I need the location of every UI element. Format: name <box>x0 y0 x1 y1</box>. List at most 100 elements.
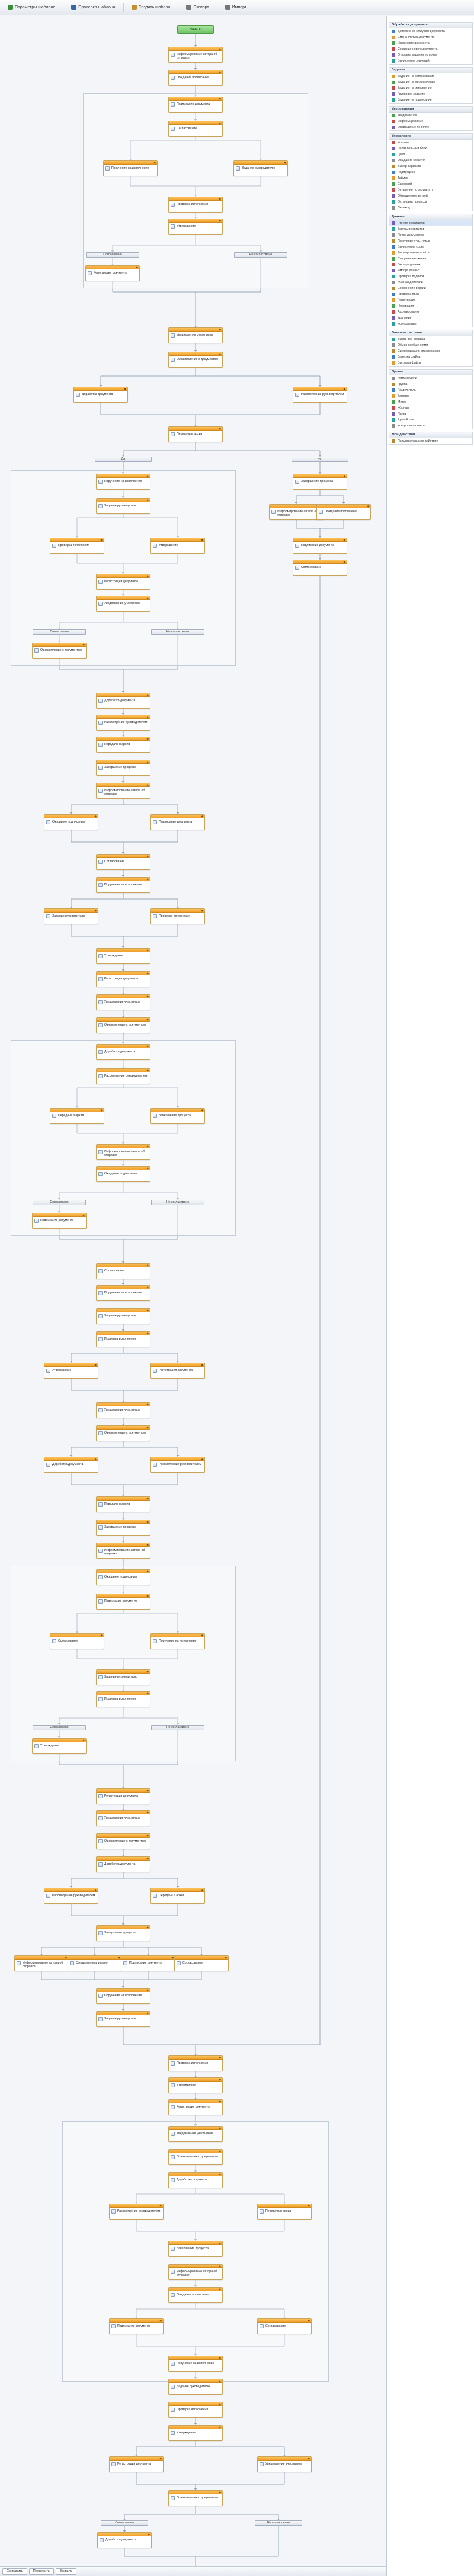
workflow-activity[interactable]: ◆Доработка документа <box>168 2172 223 2188</box>
branch-split-bar[interactable]: Согласовано <box>86 252 139 258</box>
workflow-activity[interactable]: ◆Передача в архив <box>96 737 150 753</box>
palette-item[interactable]: Чтение реквизитов <box>389 220 472 226</box>
workflow-activity[interactable]: ◆Завершение процесса <box>150 1108 205 1124</box>
palette-item[interactable]: Сохранение версии <box>389 285 472 291</box>
workflow-activity[interactable]: ◆Задание руководителю <box>96 1669 150 1685</box>
palette-item[interactable]: Проверка прав <box>389 291 472 297</box>
workflow-activity[interactable]: ◆Доработка документа <box>44 1457 98 1473</box>
workflow-activity[interactable]: ◆Рассмотрение руководителем <box>96 1068 150 1084</box>
workflow-activity[interactable]: ◆Регистрация документа <box>96 574 150 590</box>
workflow-activity[interactable]: ◆Согласование <box>96 1263 150 1279</box>
workflow-activity[interactable]: ◆Уведомление участников <box>96 994 150 1010</box>
workflow-activity[interactable]: ◆Передача в архив <box>150 1888 205 1904</box>
workflow-activity[interactable]: ◆Рассмотрение руководителем <box>96 715 150 731</box>
branch-split-bar[interactable]: Не согласовано <box>151 629 204 635</box>
palette-item[interactable]: Ожидание события <box>389 158 472 163</box>
workflow-activity[interactable]: ◆Регистрация документа <box>168 2099 223 2115</box>
workflow-activity[interactable]: ◆Регистрация документа <box>109 2456 164 2472</box>
workflow-activity[interactable]: ◆Рассмотрение руководителем <box>109 2204 164 2220</box>
workflow-activity[interactable]: ◆Подписание документа <box>293 538 347 554</box>
palette-item[interactable]: Нумерация <box>389 303 472 309</box>
palette-item[interactable]: Выбор варианта <box>389 163 472 169</box>
palette-item[interactable]: Метка <box>389 399 472 405</box>
bottom-button[interactable]: Сохранить <box>2 2568 27 2575</box>
palette-item[interactable]: Копирование <box>389 321 472 327</box>
palette-section-title[interactable]: Внешние системы <box>389 330 472 336</box>
workflow-activity[interactable]: ◆Утверждение <box>44 1363 98 1379</box>
workflow-activity[interactable]: ◆Согласование <box>293 560 347 576</box>
palette-item[interactable]: Контрольная точка <box>389 423 472 429</box>
workflow-activity[interactable]: ◆Проверка исполнения <box>168 197 223 213</box>
workflow-activity[interactable]: ◆Ознакомление с документом <box>96 1017 150 1033</box>
palette-item[interactable]: Разделитель <box>389 387 472 393</box>
palette-item[interactable]: Информирование <box>389 118 472 124</box>
start-terminal[interactable]: Начало <box>177 25 214 34</box>
workflow-activity[interactable]: ◆Доработка документа <box>96 1044 150 1060</box>
palette-item[interactable]: Остановка процесса <box>389 199 472 205</box>
workflow-activity[interactable]: ◆Ознакомление с документом <box>32 643 87 659</box>
workflow-activity[interactable]: ◆Подписание документа <box>168 97 223 113</box>
workflow-activity[interactable]: ◆Информирование автора об отправке <box>96 1543 150 1559</box>
branch-split-bar[interactable]: Согласовано <box>33 1725 86 1730</box>
palette-item[interactable]: Сценарий <box>389 181 472 187</box>
palette-section-title[interactable]: Прочее <box>389 370 472 375</box>
workflow-activity[interactable]: ◆Передача в архив <box>168 426 223 442</box>
workflow-activity[interactable]: ◆Информирование автора об отправке <box>168 47 223 63</box>
edit-template-button[interactable]: Параметры шаблона <box>4 2 59 13</box>
workflow-activity[interactable]: ◆Передача в архив <box>96 1496 150 1512</box>
palette-item[interactable]: Архивирование <box>389 309 472 315</box>
workflow-activity[interactable]: ◆Ожидание подписания <box>316 504 371 520</box>
workflow-activity[interactable]: ◆Ознакомление с документом <box>168 352 223 368</box>
palette-item[interactable]: Выгрузка файла <box>389 360 472 366</box>
workflow-activity[interactable]: ◆Информирование автора об отправке <box>96 783 150 799</box>
workflow-activity[interactable]: ◆Задание руководителю <box>96 498 150 514</box>
workflow-activity[interactable]: ◆Рассмотрение руководителем <box>293 387 347 403</box>
branch-split-bar[interactable]: Да <box>95 457 152 462</box>
palette-item[interactable]: Ветвление по результату <box>389 187 472 193</box>
workflow-activity[interactable]: ◆Утверждение <box>32 1738 87 1754</box>
workflow-activity[interactable]: ◆Доработка документа <box>73 387 128 403</box>
palette-item[interactable]: Журнал действий <box>389 280 472 285</box>
workflow-activity[interactable]: ◆Согласование <box>168 121 223 137</box>
workflow-activity[interactable]: ◆Информирование автора об отправке <box>14 1955 69 1971</box>
publish-template-button[interactable]: Создать шаблон <box>127 2 175 13</box>
palette-section-title[interactable]: Задания <box>389 68 472 73</box>
workflow-activity[interactable]: ◆Проверка исполнения <box>150 908 205 924</box>
workflow-canvas[interactable]: Начало ◆Информирование автора об отправке… <box>0 16 386 2576</box>
workflow-activity[interactable]: ◆Ожидание подписания <box>68 1955 122 1971</box>
workflow-activity[interactable]: ◆Подписание документа <box>32 1213 87 1229</box>
workflow-activity[interactable]: ◆Завершение процесса <box>96 1520 150 1536</box>
workflow-activity[interactable]: ◆Поручение на исполнение <box>150 1633 205 1649</box>
workflow-activity[interactable]: ◆Задание руководителю <box>96 2011 150 2027</box>
palette-item[interactable]: Смена статуса документа <box>389 34 472 40</box>
workflow-activity[interactable]: ◆Регистрация документа <box>96 971 150 987</box>
workflow-activity[interactable]: ◆Проверка исполнения <box>168 2055 223 2071</box>
workflow-activity[interactable]: ◆Поручение на исполнение <box>96 474 150 490</box>
workflow-activity[interactable]: ◆Поручение на исполнение <box>96 1988 150 2004</box>
palette-item[interactable]: Формирование отчёта <box>389 250 472 256</box>
palette-item[interactable]: Создание вложения <box>389 256 472 262</box>
palette-item[interactable]: Задание на согласование <box>389 73 472 79</box>
workflow-activity[interactable]: ◆Проверка исполнения <box>168 2402 223 2418</box>
workflow-activity[interactable]: ◆Информирование автора об отправке <box>269 504 324 520</box>
workflow-activity[interactable]: ◆Ожидание подписания <box>96 1569 150 1585</box>
workflow-activity[interactable]: ◆Завершение процесса <box>293 474 347 490</box>
palette-item[interactable]: Условие <box>389 140 472 146</box>
workflow-activity[interactable]: ◆Поручение на исполнение <box>168 2356 223 2372</box>
workflow-activity[interactable]: ◆Уведомление участников <box>168 327 223 343</box>
workflow-activity[interactable]: ◆Подписание документа <box>121 1955 175 1971</box>
bottom-button[interactable]: Закрыть <box>55 2568 77 2575</box>
workflow-activity[interactable]: ◆Согласование <box>174 1955 229 1971</box>
palette-item[interactable]: Вычисление значений <box>389 58 472 64</box>
workflow-activity[interactable]: ◆Согласование <box>50 1633 104 1649</box>
workflow-activity[interactable]: ◆Ожидание подписания <box>96 1166 150 1182</box>
palette-item[interactable]: Уведомление <box>389 113 472 118</box>
workflow-activity[interactable]: ◆Завершение процесса <box>168 2241 223 2257</box>
bottom-button[interactable]: Проверить <box>28 2568 54 2575</box>
palette-item[interactable]: Задание на исполнение <box>389 85 472 91</box>
import-button[interactable]: Импорт <box>221 2 251 13</box>
workflow-activity[interactable]: ◆Регистрация документа <box>85 265 140 281</box>
workflow-activity[interactable]: ◆Ожидание подписания <box>168 2287 223 2303</box>
palette-item[interactable]: Цикл <box>389 152 472 158</box>
workflow-activity[interactable]: ◆Уведомление участников <box>257 2456 312 2472</box>
